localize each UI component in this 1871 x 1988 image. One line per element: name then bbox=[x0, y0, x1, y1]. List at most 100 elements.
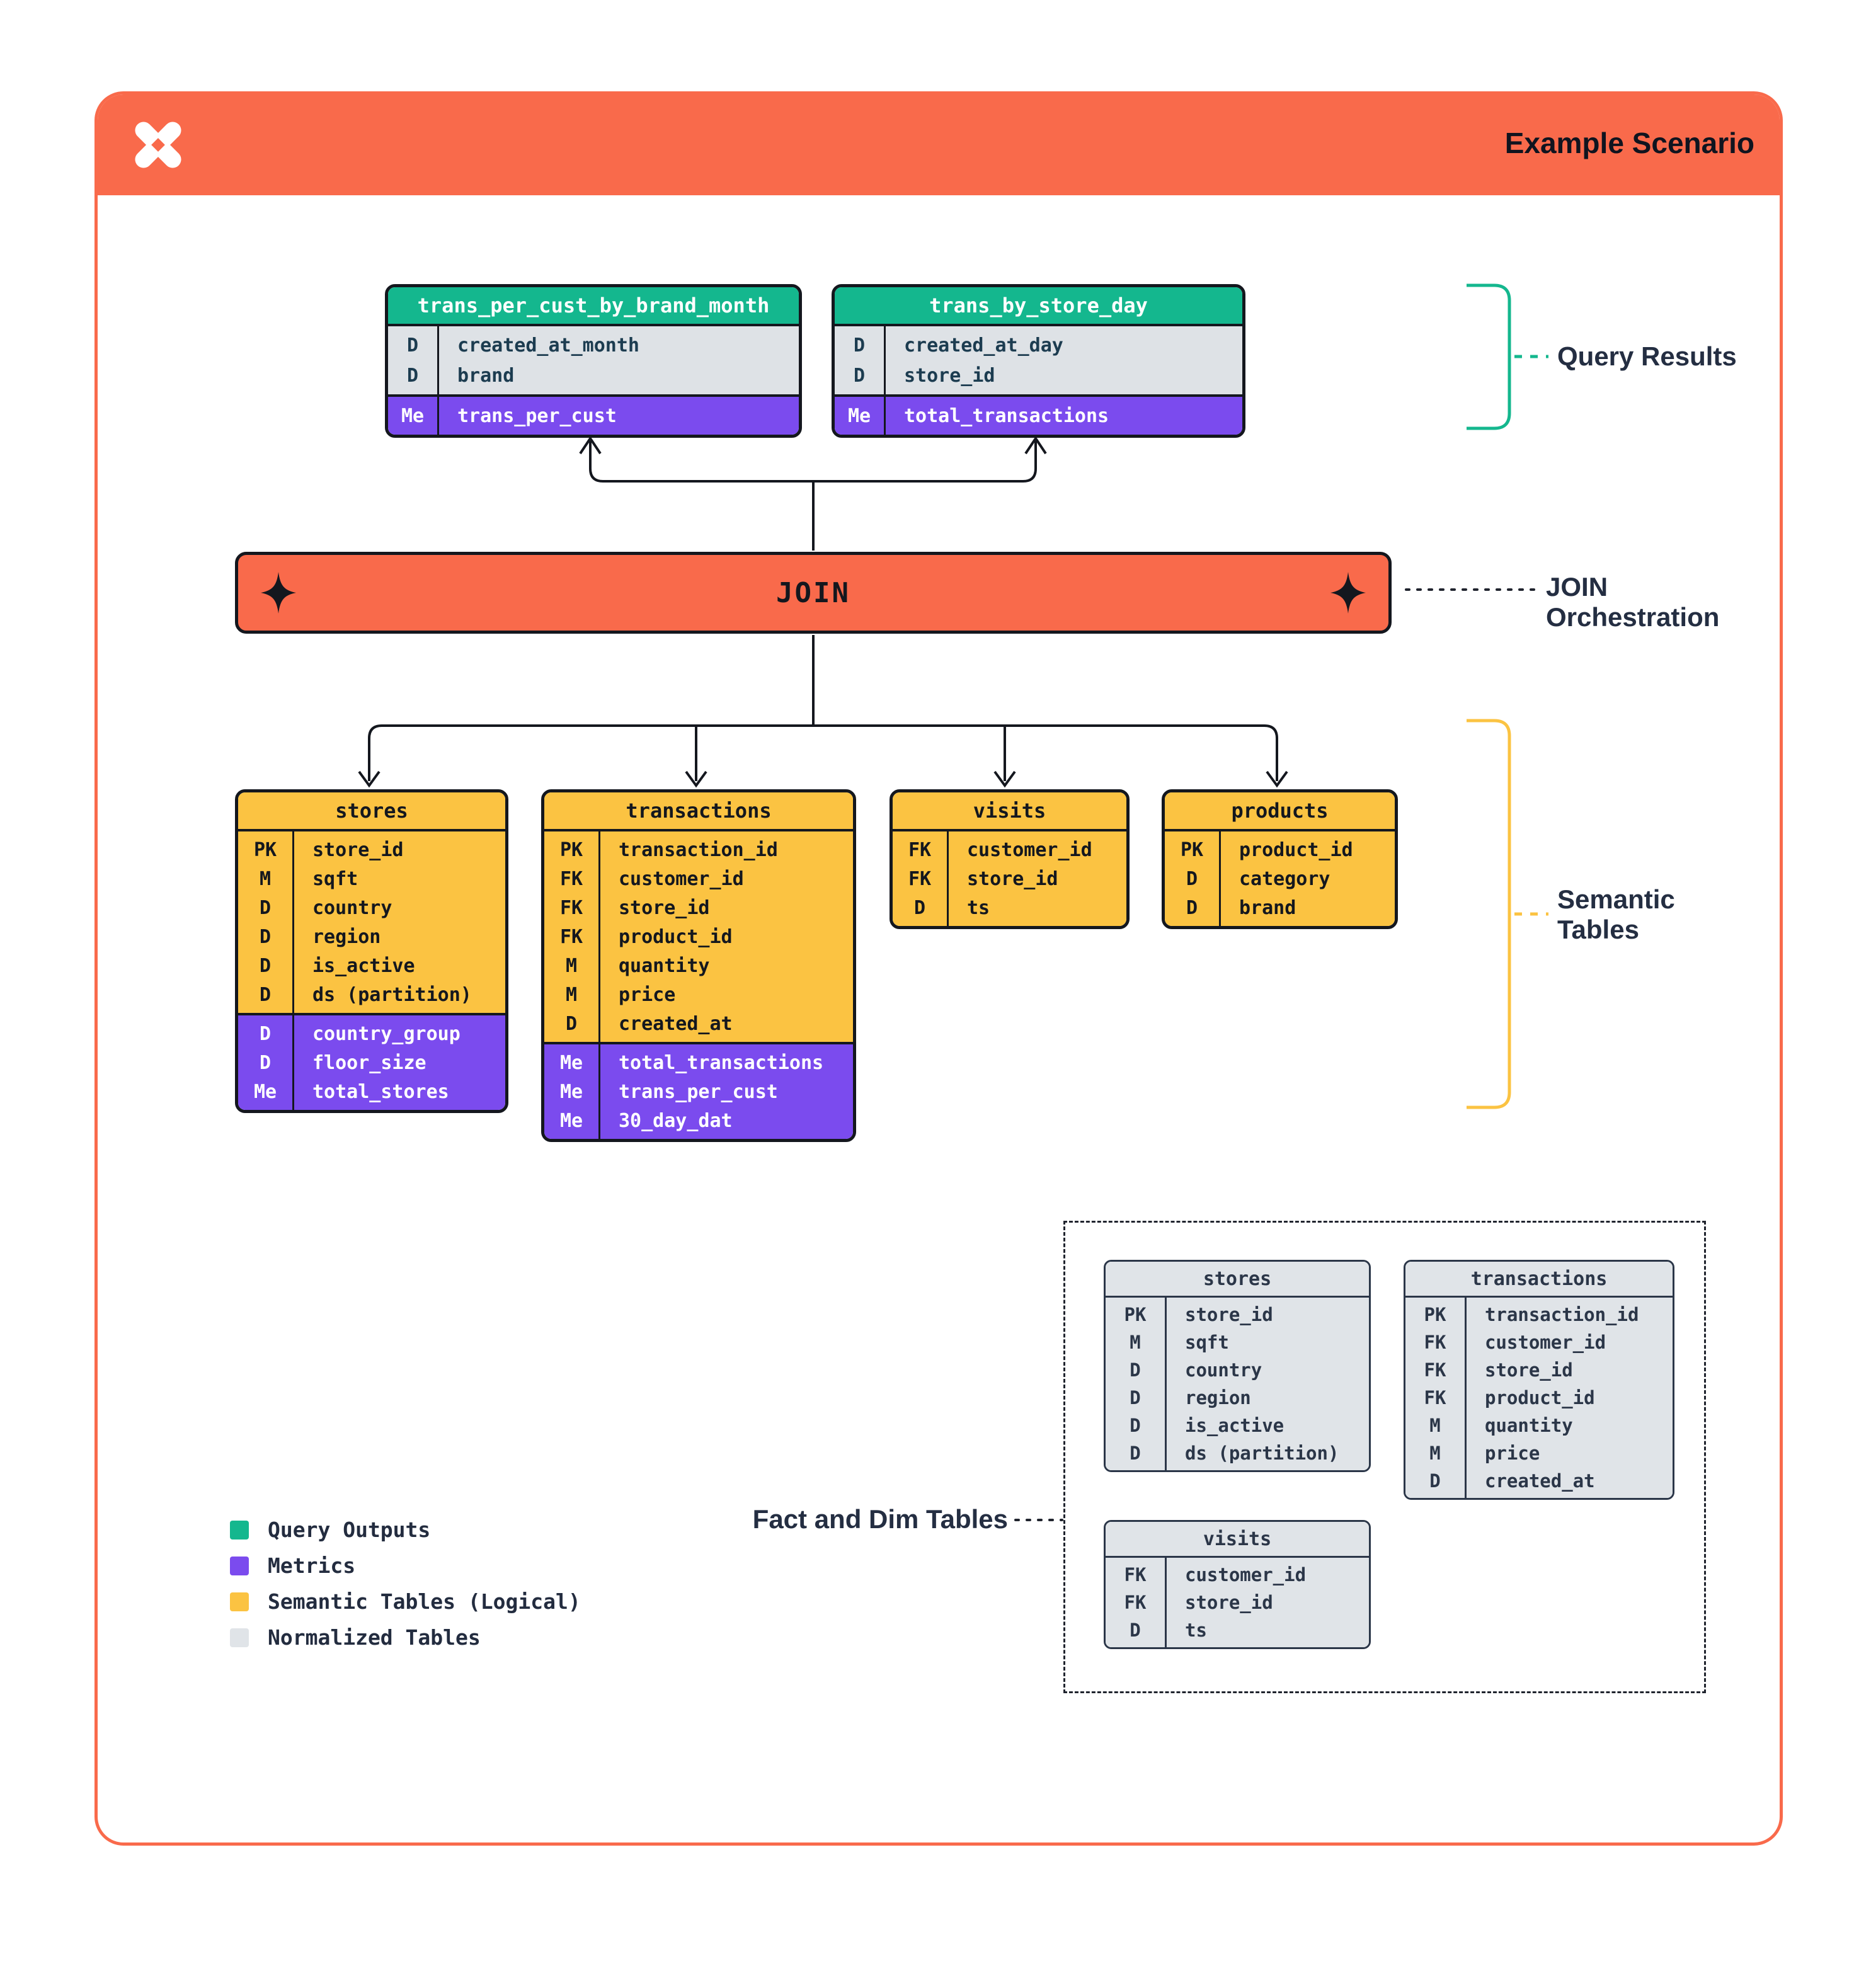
semantic-tables-swatch bbox=[230, 1592, 249, 1611]
table-title: transactions bbox=[1405, 1262, 1673, 1298]
column-divider bbox=[292, 831, 294, 1110]
table-title: transactions bbox=[544, 792, 853, 831]
fact-dim-label: Fact and Dim Tables bbox=[752, 1504, 1008, 1534]
semantic-tables-label: Semantic Tables bbox=[1557, 884, 1675, 944]
column-divider bbox=[1165, 1558, 1167, 1647]
column-divider bbox=[884, 326, 886, 435]
normalized-tables-swatch bbox=[230, 1628, 249, 1647]
sparkle-diamond-icon bbox=[1330, 572, 1366, 614]
legend-item: Metrics bbox=[230, 1548, 581, 1584]
column-divider bbox=[1165, 1298, 1167, 1470]
column-divider bbox=[1219, 831, 1221, 926]
legend-item: Normalized Tables bbox=[230, 1620, 581, 1655]
column-divider bbox=[1465, 1298, 1467, 1498]
page-title: Example Scenario bbox=[1504, 127, 1754, 159]
query-outputs-swatch bbox=[230, 1520, 249, 1540]
fact-dim-box bbox=[1063, 1221, 1706, 1693]
table-title: visits bbox=[893, 792, 1126, 831]
table-title: stores bbox=[238, 792, 505, 831]
table-title: stores bbox=[1106, 1262, 1369, 1298]
table-title: visits bbox=[1106, 1522, 1369, 1558]
column-divider bbox=[947, 831, 949, 926]
card-header: Example Scenario bbox=[98, 94, 1780, 195]
dagster-logo-icon bbox=[135, 122, 181, 168]
column-divider bbox=[598, 831, 600, 1139]
table-title: trans_by_store_day bbox=[835, 287, 1242, 326]
metrics-swatch bbox=[230, 1556, 249, 1575]
legend-item: Semantic Tables (Logical) bbox=[230, 1584, 581, 1620]
legend-item: Query Outputs bbox=[230, 1512, 581, 1548]
join-orchestration-label: JOIN Orchestration bbox=[1546, 572, 1720, 632]
table-title: trans_per_cust_by_brand_month bbox=[388, 287, 799, 326]
legend: Query Outputs Metrics Semantic Tables (L… bbox=[230, 1512, 581, 1655]
query-results-label: Query Results bbox=[1557, 341, 1737, 371]
column-divider bbox=[437, 326, 439, 435]
